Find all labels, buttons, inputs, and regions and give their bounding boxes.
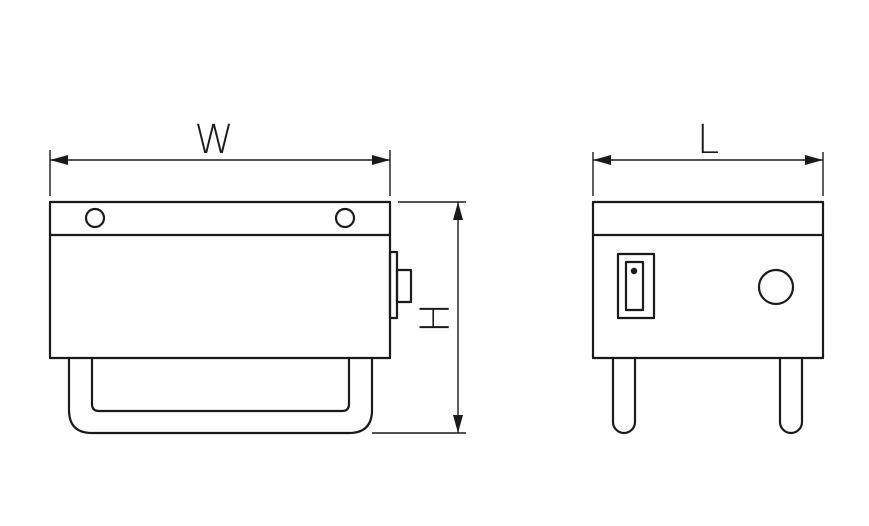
rocker-switch bbox=[616, 252, 656, 320]
switch-profile bbox=[388, 250, 413, 320]
length-arrow-left bbox=[593, 155, 611, 165]
switch-frame bbox=[616, 252, 656, 320]
height-arrow-bottom bbox=[453, 415, 463, 433]
height-dimension: H bbox=[372, 201, 466, 434]
switch-rocker bbox=[395, 268, 413, 304]
front-screw-right bbox=[334, 207, 356, 229]
front-view: W bbox=[48, 117, 413, 435]
side-leg-right bbox=[778, 356, 804, 435]
side-port-circle bbox=[757, 268, 795, 306]
width-arrow-left bbox=[50, 155, 68, 165]
length-arrow-right bbox=[805, 155, 823, 165]
side-view: L bbox=[591, 117, 825, 435]
carry-handle bbox=[67, 356, 374, 435]
carry-handle-inner bbox=[90, 356, 351, 413]
width-dimension: W bbox=[49, 117, 391, 196]
length-label: L bbox=[697, 117, 719, 163]
side-body bbox=[591, 200, 825, 360]
width-arrow-right bbox=[372, 155, 390, 165]
width-label: W bbox=[194, 117, 234, 163]
switch-indicator-dot bbox=[630, 267, 638, 275]
switch-button bbox=[624, 260, 645, 312]
height-label: H bbox=[413, 303, 459, 333]
front-screw-left bbox=[84, 207, 106, 229]
height-arrow-top bbox=[453, 202, 463, 220]
length-dimension: L bbox=[592, 117, 824, 196]
side-leg-left bbox=[611, 356, 637, 435]
